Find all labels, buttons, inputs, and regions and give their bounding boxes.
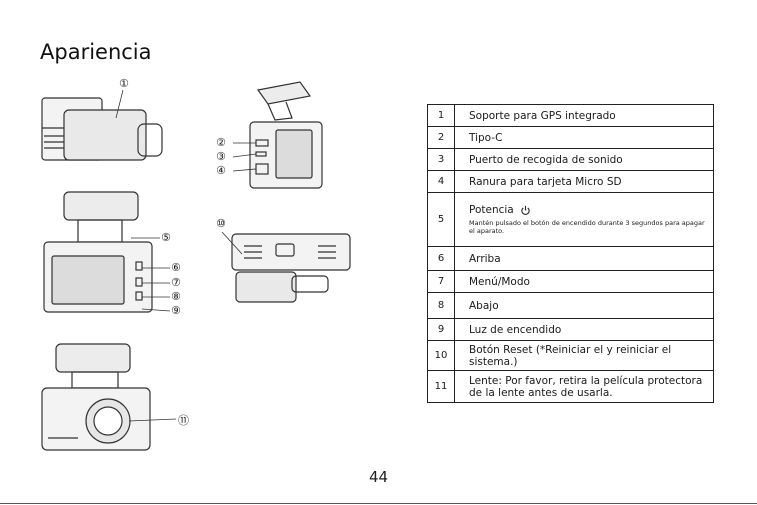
- row-number: 5: [427, 192, 455, 247]
- row-label: Arriba: [454, 246, 714, 271]
- row-number: 7: [427, 270, 455, 293]
- row-label: Botón Reset (*Reiniciar el y reiniciar e…: [454, 340, 714, 371]
- device-illustrations: [41, 81, 351, 451]
- page-title: Apariencia: [40, 40, 152, 64]
- table-row: 4 Ranura para tarjeta Micro SD: [427, 170, 714, 193]
- row-label: Luz de encendido: [454, 318, 714, 341]
- row-number: 1: [427, 104, 455, 127]
- table-row: 3 Puerto de recogida de sonido: [427, 148, 714, 171]
- callout-9: ⑨: [171, 304, 181, 317]
- table-row: 5 Potencia Mantén pulsado el botón de en…: [427, 192, 714, 247]
- table-row: 9 Luz de encendido: [427, 318, 714, 341]
- device-angle-view: [232, 81, 323, 189]
- callout-1: ①: [119, 77, 129, 90]
- callout-8: ⑧: [171, 290, 181, 303]
- table-row: 11 Lente: Por favor, retira la película …: [427, 370, 714, 403]
- table-row: 10 Botón Reset (*Reiniciar el y reinicia…: [427, 340, 714, 371]
- power-icon: [521, 205, 530, 215]
- row-number: 6: [427, 246, 455, 271]
- table-row: 6 Arriba: [427, 246, 714, 271]
- row-label: Soporte para GPS integrado: [454, 104, 714, 127]
- row-number: 8: [427, 292, 455, 319]
- callout-5: ⑤: [161, 231, 171, 244]
- device-rear-view: [43, 191, 171, 313]
- table-row: 7 Menú/Modo: [427, 270, 714, 293]
- parts-table: 1 Soporte para GPS integrado 2 Tipo-C 3 …: [427, 104, 714, 403]
- callout-7: ⑦: [171, 276, 181, 289]
- device-front-view: [41, 343, 177, 451]
- row-label: Potencia: [469, 204, 514, 216]
- row-number: 10: [427, 340, 455, 371]
- device-bottom-view: [221, 231, 351, 303]
- row-cell-power: Potencia Mantén pulsado el botón de ence…: [454, 192, 714, 247]
- table-row: 1 Soporte para GPS integrado: [427, 104, 714, 127]
- row-label: Abajo: [454, 292, 714, 319]
- row-number: 4: [427, 170, 455, 193]
- row-number: 9: [427, 318, 455, 341]
- callout-6: ⑥: [171, 261, 181, 274]
- power-note: Mantén pulsado el botón de encendido dur…: [469, 219, 705, 235]
- row-number: 2: [427, 126, 455, 149]
- table-row: 8 Abajo: [427, 292, 714, 319]
- footer-divider: [0, 503, 757, 504]
- callout-4: ④: [216, 164, 226, 177]
- table-row: 2 Tipo-C: [427, 126, 714, 149]
- row-number: 11: [427, 370, 455, 403]
- callout-2: ②: [216, 136, 226, 149]
- row-label: Puerto de recogida de sonido: [454, 148, 714, 171]
- page-number: 44: [368, 468, 389, 486]
- row-label: Ranura para tarjeta Micro SD: [454, 170, 714, 193]
- row-label: Tipo-C: [454, 126, 714, 149]
- callout-11: ⑪: [178, 414, 189, 427]
- device-top-view: [41, 89, 163, 161]
- row-number: 3: [427, 148, 455, 171]
- callout-3: ③: [216, 150, 226, 163]
- row-label: Lente: Por favor, retira la película pro…: [454, 370, 714, 403]
- row-label: Menú/Modo: [454, 270, 714, 293]
- callout-10: ⑩: [216, 217, 226, 230]
